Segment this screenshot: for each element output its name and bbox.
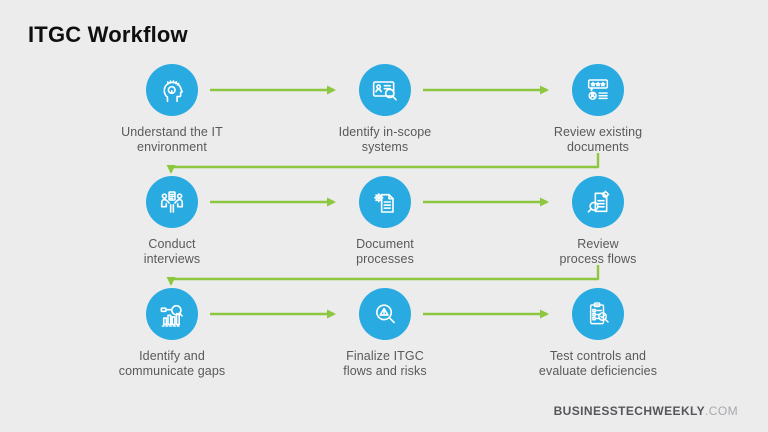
- step-review-process-flows: Review process flows: [508, 176, 688, 267]
- head-lightbulb-icon: [146, 64, 198, 116]
- document-magnifier-gear-icon: [572, 176, 624, 228]
- step-label-line1: Review existing: [553, 125, 643, 139]
- step-test-controls-evaluate-deficiencies: Test controls and evaluate deficiencies: [508, 288, 688, 379]
- step-understand-it-environment: Understand the IT environment: [82, 64, 262, 155]
- step-conduct-interviews: Conduct interviews: [82, 176, 262, 267]
- footer-brand-text: BUSINESSTECHWEEKLY: [553, 404, 706, 418]
- step-label-line1: Test controls and: [549, 349, 647, 363]
- step-label: Understand the IT environment: [82, 125, 262, 155]
- step-label-line1: Understand the IT: [121, 125, 223, 139]
- step-identify-in-scope-systems: Identify in-scope systems: [295, 64, 475, 155]
- step-label-line1: Finalize ITGC: [346, 349, 424, 363]
- step-label-line1: Identify in-scope: [338, 125, 432, 139]
- clipboard-checklist-magnifier-icon: [572, 288, 624, 340]
- document-gear-icon: [359, 176, 411, 228]
- step-document-processes: Document processes: [295, 176, 475, 267]
- step-label: Document processes: [295, 237, 475, 267]
- review-stars-icon: [572, 64, 624, 116]
- arrow-step6-step7-wrap: [166, 265, 600, 286]
- step-label: Test controls and evaluate deficiencies: [508, 349, 688, 379]
- step-review-existing-documents: Review existing documents: [508, 64, 688, 155]
- step-label-line2: process flows: [559, 251, 637, 266]
- footer-branding: BUSINESSTECHWEEKLY.COM: [554, 404, 738, 418]
- step-label-line2: processes: [356, 251, 414, 266]
- interview-people-icon: [146, 176, 198, 228]
- step-label-line1: Identify and: [139, 349, 205, 363]
- step-label: Review existing documents: [508, 125, 688, 155]
- arrow-step3-step4-wrap: [166, 153, 600, 174]
- step-identify-and-communicate-gaps: Identify and communicate gaps: [82, 288, 262, 379]
- step-label: Review process flows: [508, 237, 688, 267]
- page-title: ITGC Workflow: [28, 22, 188, 47]
- footer-brand-suffix: .COM: [705, 404, 738, 418]
- step-label: Conduct interviews: [82, 237, 262, 267]
- step-label: Identify in-scope systems: [295, 125, 475, 155]
- step-label: Finalize ITGC flows and risks: [295, 349, 475, 379]
- step-label-line2: interviews: [143, 251, 201, 266]
- step-finalize-itgc-flows-and-risks: Finalize ITGC flows and risks: [295, 288, 475, 379]
- step-label-line2: environment: [137, 139, 207, 154]
- step-label-line2: communicate gaps: [118, 363, 226, 378]
- magnifier-warning-icon: [359, 288, 411, 340]
- step-label-line1: Document: [356, 237, 414, 251]
- bar-chart-magnifier-icon: [146, 288, 198, 340]
- step-label-line2: systems: [361, 139, 409, 154]
- step-label-line2: evaluate deficiencies: [538, 363, 658, 378]
- id-card-magnifier-icon: [359, 64, 411, 116]
- step-label: Identify and communicate gaps: [82, 349, 262, 379]
- step-label-line2: documents: [566, 139, 630, 154]
- step-label-line1: Conduct: [148, 237, 196, 251]
- step-label-line2: flows and risks: [343, 363, 427, 378]
- step-label-line1: Review: [577, 237, 619, 251]
